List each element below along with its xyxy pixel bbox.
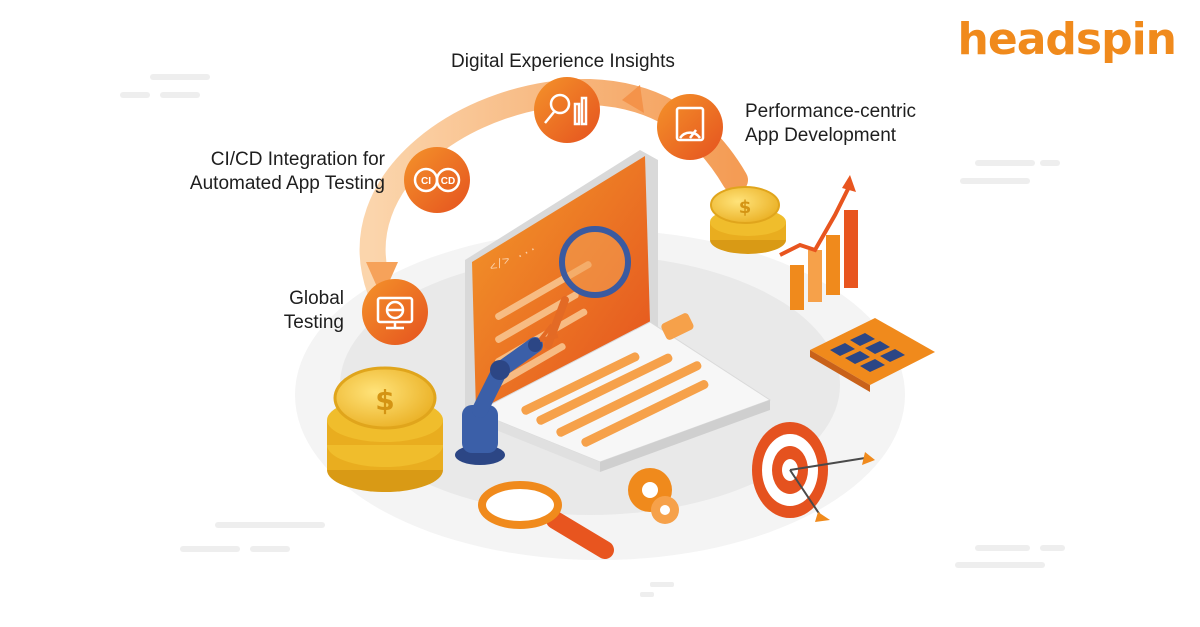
label-digital-experience: Digital Experience Insights	[451, 50, 675, 74]
label-cicd-line2: Automated App Testing	[189, 173, 385, 194]
coin-stack-small: $	[710, 186, 786, 254]
badge-global	[362, 279, 428, 345]
badge-digital-experience	[534, 77, 600, 143]
calculator	[810, 318, 935, 392]
label-global: Global Testing	[200, 287, 344, 335]
analytics-icon	[544, 93, 588, 126]
label-cicd: CI/CD Integration for Automated App Test…	[150, 148, 385, 196]
label-global-line1: Global	[289, 288, 344, 309]
svg-text:$: $	[375, 384, 394, 417]
label-global-line2: Testing	[283, 312, 344, 333]
growth-chart	[779, 175, 858, 310]
coin-stack-large: $	[327, 366, 443, 492]
label-cicd-line1: CI/CD Integration for	[210, 149, 385, 170]
globe-monitor-icon	[376, 296, 414, 330]
screen-magnifier	[544, 226, 631, 349]
label-digital-experience-text: Digital Experience Insights	[451, 51, 675, 72]
gauge-doc-icon	[675, 106, 705, 142]
ci-text: CI	[421, 176, 431, 187]
robot-arm	[455, 323, 559, 465]
headspin-logo: headspin	[957, 14, 1177, 65]
label-performance-line2: App Development	[745, 125, 897, 146]
label-performance: Performance-centric App Development	[745, 100, 916, 148]
badge-cicd: CI CD	[404, 147, 470, 213]
background-dashes	[120, 74, 1065, 597]
magnifier	[478, 481, 614, 559]
target	[752, 422, 875, 522]
svg-text:$: $	[739, 197, 752, 218]
gears	[628, 468, 679, 524]
label-performance-line1: Performance-centric	[745, 101, 917, 122]
badge-performance	[657, 94, 723, 160]
ci-cd-icon	[413, 167, 461, 193]
cd-text: CD	[441, 176, 455, 187]
